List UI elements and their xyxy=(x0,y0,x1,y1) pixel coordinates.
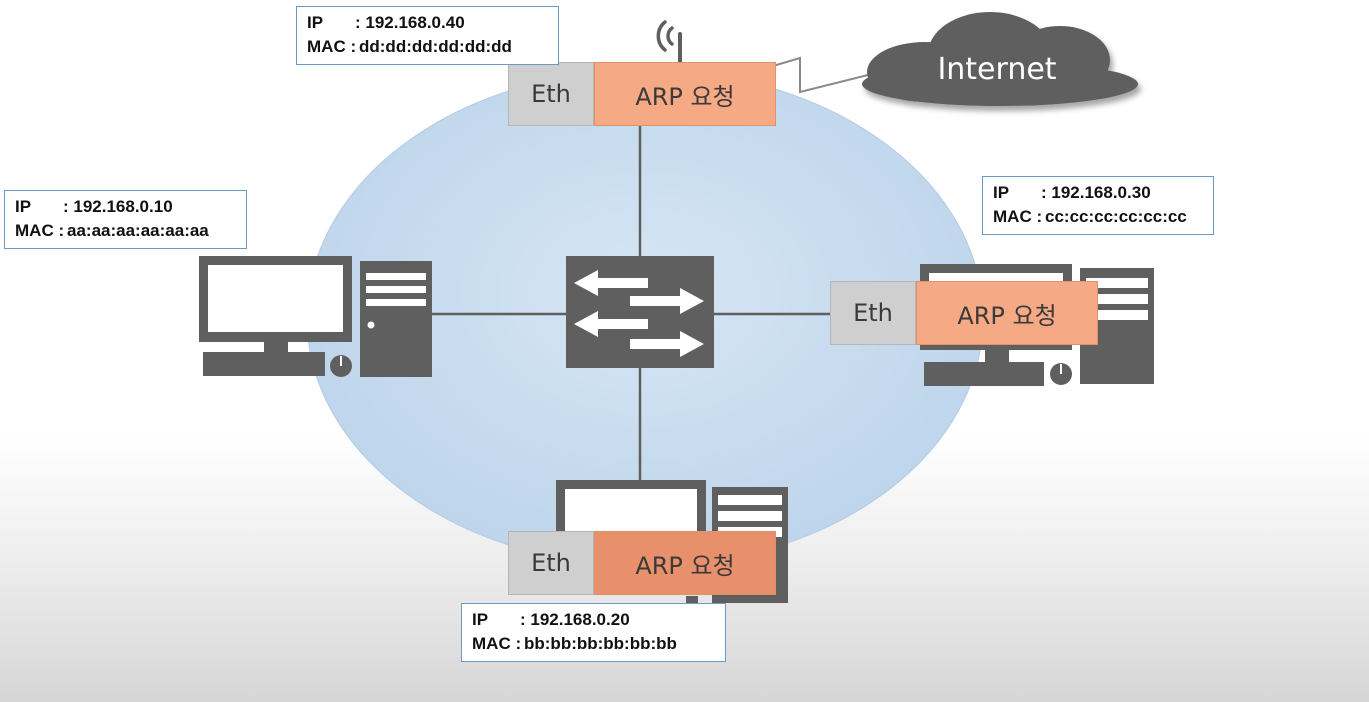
host-info-right: IP : 192.168.0.30 MAC :cc:cc:cc:cc:cc:cc xyxy=(982,176,1214,235)
mac-value: dd:dd:dd:dd:dd:dd xyxy=(359,37,512,56)
ip-key: IP xyxy=(993,183,1010,202)
arp-request-payload: ARP 요청 xyxy=(594,531,776,595)
ip-value: : 192.168.0.10 xyxy=(63,197,173,216)
ip-value: : 192.168.0.20 xyxy=(520,610,630,629)
mac-key: MAC : xyxy=(15,221,65,240)
arp-request-packet-top: Eth ARP 요청 xyxy=(508,62,776,126)
eth-header: Eth xyxy=(508,62,594,126)
arp-request-packet-right: Eth ARP 요청 xyxy=(830,281,1098,345)
network-cables xyxy=(432,126,832,482)
mac-value: bb:bb:bb:bb:bb:bb xyxy=(524,634,677,653)
arp-request-packet-bottom: Eth ARP 요청 xyxy=(508,531,776,595)
host-info-top: IP : 192.168.0.40 MAC :dd:dd:dd:dd:dd:dd xyxy=(296,6,559,65)
ip-key: IP xyxy=(15,197,32,216)
ip-key: IP xyxy=(472,610,489,629)
mac-value: aa:aa:aa:aa:aa:aa xyxy=(67,221,209,240)
internet-label: Internet xyxy=(937,52,1057,87)
ip-value: : 192.168.0.30 xyxy=(1041,183,1151,202)
mac-key: MAC : xyxy=(307,37,357,56)
network-switch-icon xyxy=(566,256,714,368)
eth-header: Eth xyxy=(508,531,594,595)
wifi-antenna-icon xyxy=(656,20,682,64)
mac-key: MAC : xyxy=(993,207,1043,226)
ip-key: IP xyxy=(307,13,324,32)
mac-key: MAC : xyxy=(472,634,522,653)
ip-value: : 192.168.0.40 xyxy=(355,13,465,32)
desktop-computer-icon xyxy=(199,256,432,377)
host-info-bottom: IP : 192.168.0.20 MAC :bb:bb:bb:bb:bb:bb xyxy=(461,603,726,662)
host-info-left: IP : 192.168.0.10 MAC :aa:aa:aa:aa:aa:aa xyxy=(4,190,247,249)
mac-value: cc:cc:cc:cc:cc:cc xyxy=(1045,207,1187,226)
cloud-icon xyxy=(862,12,1138,106)
arp-request-payload: ARP 요청 xyxy=(916,281,1098,345)
arp-request-payload: ARP 요청 xyxy=(594,62,776,126)
eth-header: Eth xyxy=(830,281,916,345)
